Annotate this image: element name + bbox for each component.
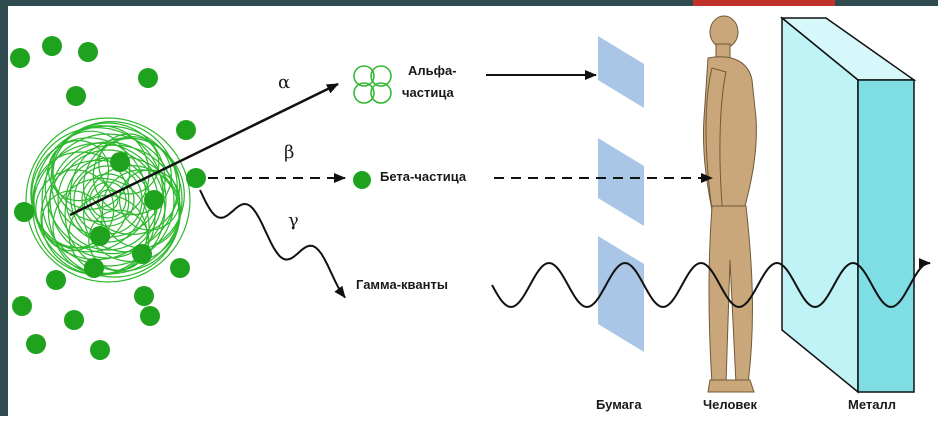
atom-electron	[144, 190, 164, 210]
atom-electron	[138, 68, 158, 88]
human-legs	[708, 205, 753, 385]
atom-orbit	[98, 133, 160, 195]
alpha-ray-arrow	[69, 82, 339, 217]
paper-sheet-upper	[598, 36, 644, 108]
metal-front-face	[781, 16, 859, 394]
atom-orbit	[92, 136, 172, 216]
atom-electron	[84, 258, 104, 278]
human-foot	[707, 379, 755, 393]
atom-ring	[49, 141, 167, 259]
alpha-label-line1: Альфа-	[408, 63, 457, 78]
atom-ring	[81, 173, 135, 227]
atom-electron	[64, 310, 84, 330]
atom-ring	[89, 181, 127, 219]
frame-left-bar	[0, 0, 8, 416]
metal-caption: Металл	[848, 397, 897, 412]
metal-side-face	[857, 79, 915, 393]
alpha-label-line2: частица	[402, 85, 454, 100]
atom-ring	[25, 117, 191, 283]
atom-electron	[132, 244, 152, 264]
atom-electron	[134, 286, 154, 306]
atom-electron	[78, 42, 98, 62]
atom-orbit	[41, 190, 103, 252]
atom-electron	[90, 226, 110, 246]
frame-accent	[693, 0, 835, 6]
atom-orbit	[32, 151, 130, 249]
paper-sheet-icon	[598, 36, 644, 352]
atom-electron	[12, 296, 32, 316]
beta-particle-icon	[353, 171, 371, 189]
atom-ring	[33, 125, 183, 275]
human-figure-icon	[702, 15, 757, 393]
atom-electron	[66, 86, 86, 106]
atom-electron	[46, 270, 66, 290]
gamma-ray-wave-start	[199, 189, 346, 299]
atom-electron	[42, 36, 62, 56]
alpha-particle-icon	[353, 65, 392, 104]
atom-electron	[110, 152, 130, 172]
atom-electron	[176, 120, 196, 140]
paper-caption: Бумага	[596, 397, 642, 412]
paper-sheet-middle	[598, 138, 644, 226]
atom-orbit	[69, 137, 185, 253]
atom-electron	[186, 168, 206, 188]
atom-electron	[26, 334, 46, 354]
gamma-ray-wave	[491, 258, 931, 308]
human-head	[709, 15, 739, 49]
paper-sheet-lower	[598, 236, 644, 352]
nucleus-shell-icon	[10, 36, 206, 360]
atom-electron	[90, 340, 110, 360]
beta-label: Бета-частица	[380, 169, 467, 184]
metal-block-icon	[779, 16, 917, 394]
beta-symbol: β	[284, 142, 295, 163]
alpha-symbol: α	[278, 72, 291, 93]
human-caption: Человек	[703, 397, 757, 412]
frame-top-bar	[0, 0, 938, 6]
atom-electron	[140, 306, 160, 326]
atom-electron	[170, 258, 190, 278]
gamma-label: Гамма-кванты	[356, 277, 448, 292]
atom-ring	[41, 133, 175, 267]
atom-electron	[14, 202, 34, 222]
gamma-symbol: γ	[288, 210, 299, 231]
atom-orbit	[44, 121, 178, 255]
atom-electron	[10, 48, 30, 68]
atom-orbit	[52, 125, 150, 223]
